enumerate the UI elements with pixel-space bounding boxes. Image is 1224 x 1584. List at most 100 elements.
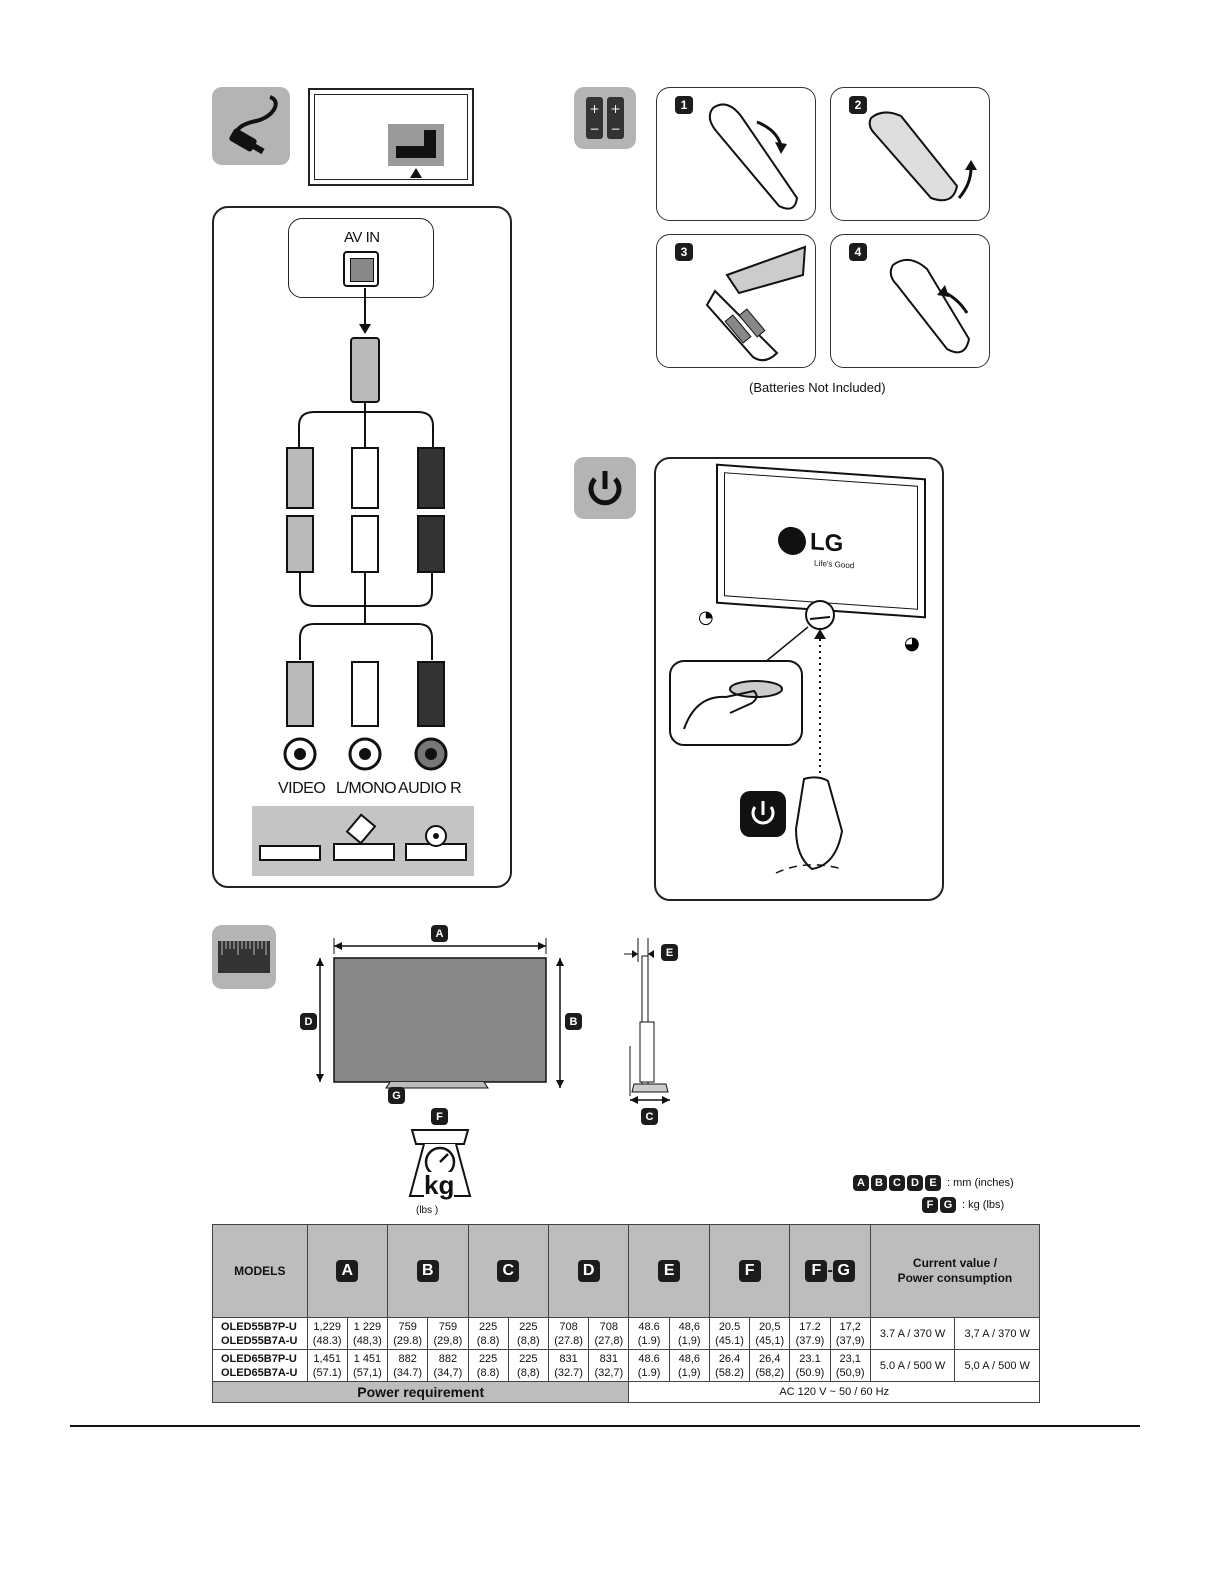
svg-text:◕: ◕: [904, 633, 920, 654]
legend-mm-text: : mm (inches): [947, 1177, 1014, 1189]
av-cable-diagram: [283, 288, 448, 771]
source-devices-strip: [252, 806, 474, 876]
value-cell: 831(32.7): [547, 1349, 590, 1382]
svg-text:◔: ◔: [698, 607, 714, 628]
legend-f: F: [922, 1197, 938, 1213]
svg-text:+: +: [589, 102, 599, 116]
pointer-arrow-icon: [410, 168, 422, 178]
value-cell: 48.6(1.9): [628, 1317, 670, 1350]
av-connection-panel: AV IN VIDEO L/MONO AUDI: [212, 206, 512, 888]
value-cell: 882(34.7): [387, 1349, 429, 1382]
step-number: 1: [675, 96, 693, 114]
dim-label-d: D: [300, 1013, 317, 1030]
dim-label-f: F: [431, 1108, 448, 1125]
ruler-icon-tile: [212, 925, 276, 989]
svg-text:+: +: [610, 102, 620, 116]
step-number: 4: [849, 243, 867, 261]
models-header: MODELS: [212, 1224, 308, 1318]
legend-b: B: [871, 1175, 887, 1191]
value-cell: 48,6(1,9): [668, 1349, 710, 1382]
jack-label-audio-r: AUDIO R: [398, 780, 462, 797]
value-cell: 1,451(57.1): [306, 1349, 348, 1382]
tv-front-dimension-diagram: [316, 938, 564, 1089]
col-header-e: E: [628, 1224, 710, 1318]
value-cell: 225(8,8): [507, 1349, 549, 1382]
col-header-f-g: F-G: [789, 1224, 871, 1318]
step-number: 2: [849, 96, 867, 114]
svg-text:−: −: [589, 122, 599, 136]
power-icon-tile: [574, 457, 636, 519]
ruler-icon: [218, 941, 270, 973]
value-cell: 708(27.8): [547, 1317, 590, 1350]
value-cell: 225(8.8): [467, 1317, 509, 1350]
value-cell: 225(8.8): [467, 1349, 509, 1382]
input-panel: [388, 124, 444, 166]
battery-icon: + + − −: [586, 97, 624, 139]
col-header-d: D: [547, 1224, 630, 1318]
legend-c: C: [889, 1175, 905, 1191]
col-header-c: C: [467, 1224, 549, 1318]
power-requirement-value: AC 120 V ~ 50 / 60 Hz: [628, 1381, 1040, 1403]
tv-back-diagram: [308, 88, 474, 186]
units-legend-kg: F G : kg (lbs): [922, 1197, 1004, 1213]
power-icon: [588, 471, 622, 506]
table-header-row: MODELS A B C D E F F-G Current value /Po…: [212, 1224, 1041, 1318]
value-cell: 882(34,7): [427, 1349, 469, 1382]
value-cell: 225(8,8): [507, 1317, 549, 1350]
value-cell: 708(27,8): [588, 1317, 630, 1350]
step-number: 3: [675, 243, 693, 261]
source-devices-icon: [259, 813, 467, 861]
current-header: Current value /Power consumption: [869, 1224, 1041, 1318]
value-cell: 759(29,8): [427, 1317, 469, 1350]
dim-label-a: A: [431, 925, 448, 942]
power-on-diagram: ◔ ◕: [669, 600, 920, 874]
cable-icon: [229, 95, 278, 155]
dim-label-c: C: [641, 1108, 658, 1125]
dim-label-b: B: [565, 1013, 582, 1030]
units-legend-mm: A B C D E : mm (inches): [853, 1175, 1014, 1191]
power-on-panel: LG Life's Good ◔ ◕: [654, 457, 944, 901]
battery-step-3: 3: [656, 234, 816, 368]
svg-text:−: −: [610, 122, 620, 136]
value-cell: 20,5(45,1): [749, 1317, 791, 1350]
dim-label-g: G: [388, 1087, 405, 1104]
cable-icon-tile: [212, 87, 290, 165]
tv-side-dimension-diagram: [624, 938, 670, 1104]
col-header-a: A: [306, 1224, 389, 1318]
value-cell: 1 229(48,3): [346, 1317, 389, 1350]
batteries-note: (Batteries Not Included): [749, 380, 886, 395]
legend-e: E: [925, 1175, 941, 1191]
power-requirement-row: Power requirement AC 120 V ~ 50 / 60 Hz: [211, 1381, 1040, 1403]
value-cell: 23,1(50,9): [829, 1349, 871, 1382]
footer-rule: [70, 1425, 1140, 1427]
legend-a: A: [853, 1175, 869, 1191]
power-requirement-label: Power requirement: [211, 1381, 630, 1403]
value-cell: 20.5(45.1): [708, 1317, 751, 1350]
value-cell: 1 451(57,1): [346, 1349, 389, 1382]
value-cell: 23.1(50.9): [789, 1349, 831, 1382]
battery-step-1: 1: [656, 87, 816, 221]
jack-label-lmono: L/MONO: [336, 780, 397, 797]
power-cell: 5.0 A / 500 W: [869, 1349, 956, 1382]
jack-label-video: VIDEO: [278, 780, 326, 797]
battery-step-4: 4: [830, 234, 990, 368]
remote-slide-cover-icon: [868, 111, 977, 202]
value-cell: 17,2(37,9): [829, 1317, 871, 1350]
battery-step-2: 2: [830, 87, 990, 221]
weight-sub: (lbs ): [416, 1205, 439, 1216]
value-cell: 1,229(48.3): [306, 1317, 348, 1350]
value-cell: 17.2(37.9): [789, 1317, 831, 1350]
av-in-jack: [343, 251, 379, 287]
power-cell: 3,7 A / 370 W: [954, 1317, 1040, 1350]
legend-kg-text: : kg (lbs): [962, 1199, 1005, 1211]
remote-insert-battery-icon: [705, 245, 807, 362]
value-cell: 26.4(58.2): [708, 1349, 751, 1382]
power-cell: 5,0 A / 500 W: [954, 1349, 1040, 1382]
dim-label-e: E: [661, 944, 678, 961]
av-in-box: AV IN: [288, 218, 434, 298]
remote-close-cover-icon: [889, 258, 971, 354]
